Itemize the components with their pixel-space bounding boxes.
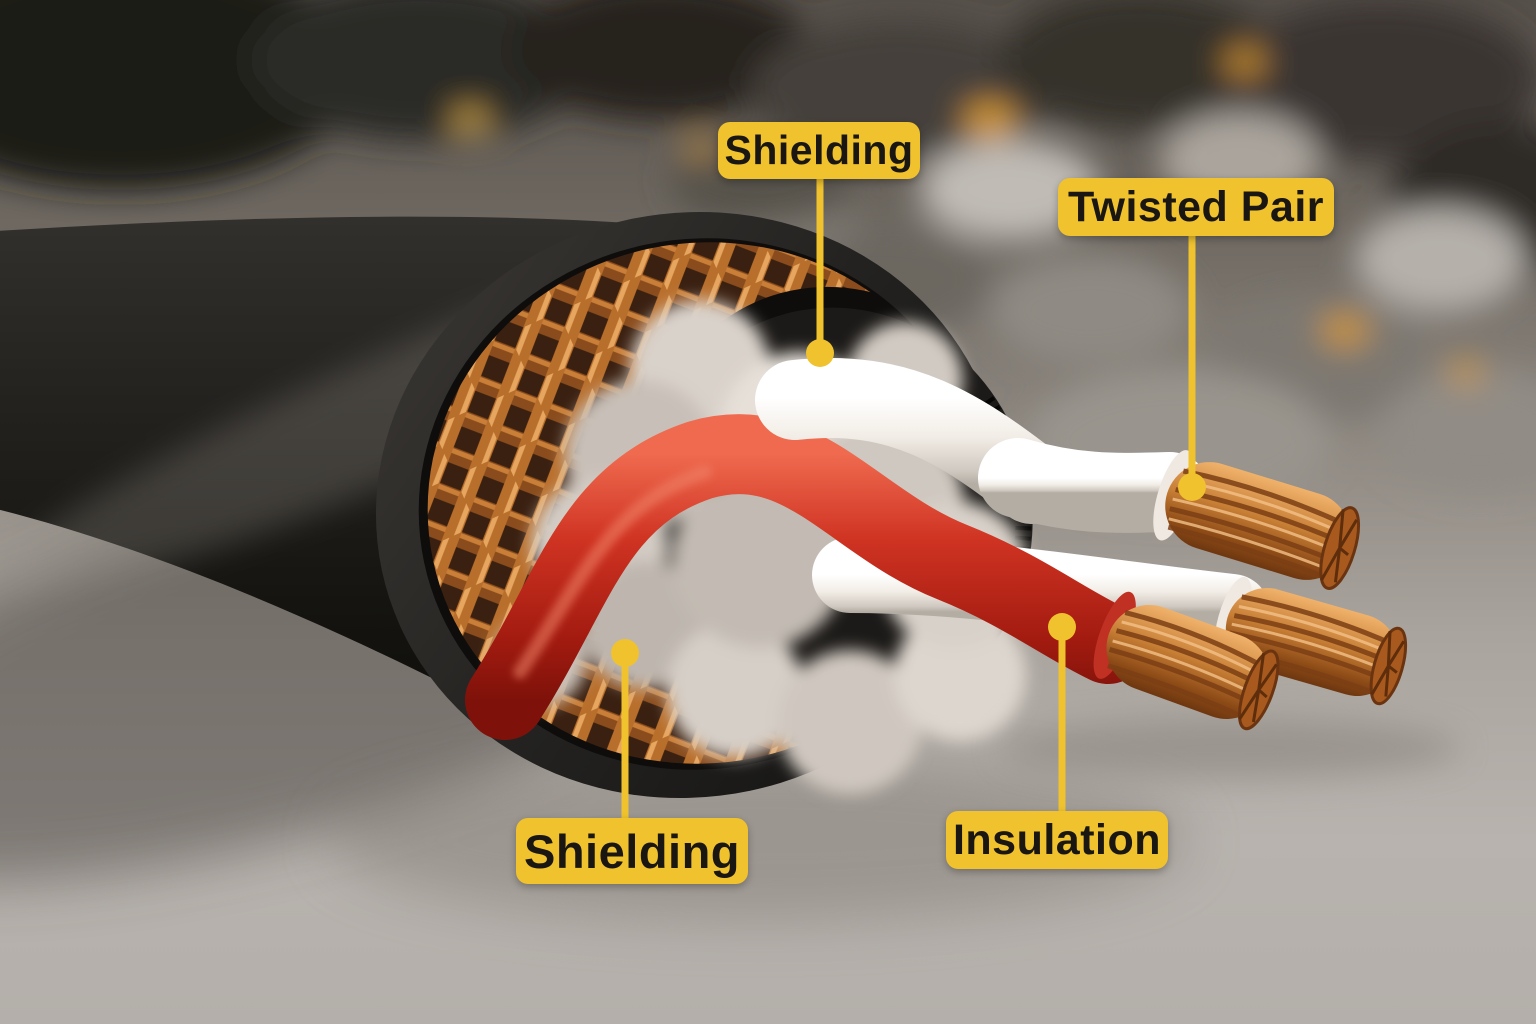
dot-insulation: [1048, 613, 1076, 641]
white-wire-front: [978, 438, 1210, 533]
callout-insulation: Insulation: [946, 811, 1168, 869]
leader-dots: [611, 339, 1206, 667]
callout-shielding-top: Shielding: [718, 122, 920, 179]
callout-shielding-bottom-label: Shielding: [524, 824, 740, 878]
copper-strands-tip-bottom: [1093, 591, 1280, 731]
dot-shielding-bottom: [611, 639, 639, 667]
red-wire-highlight: [513, 465, 712, 679]
callout-twisted-pair: Twisted Pair: [1058, 178, 1334, 236]
callout-twisted-pair-label: Twisted Pair: [1067, 182, 1325, 231]
leader-lines: [621, 178, 1196, 822]
dot-shielding-top: [806, 339, 834, 367]
callout-shielding-top-label: Shielding: [724, 127, 914, 173]
callout-insulation-label: Insulation: [952, 815, 1162, 864]
dot-twisted-pair: [1178, 473, 1206, 501]
callout-shielding-bottom: Shielding: [516, 818, 748, 884]
